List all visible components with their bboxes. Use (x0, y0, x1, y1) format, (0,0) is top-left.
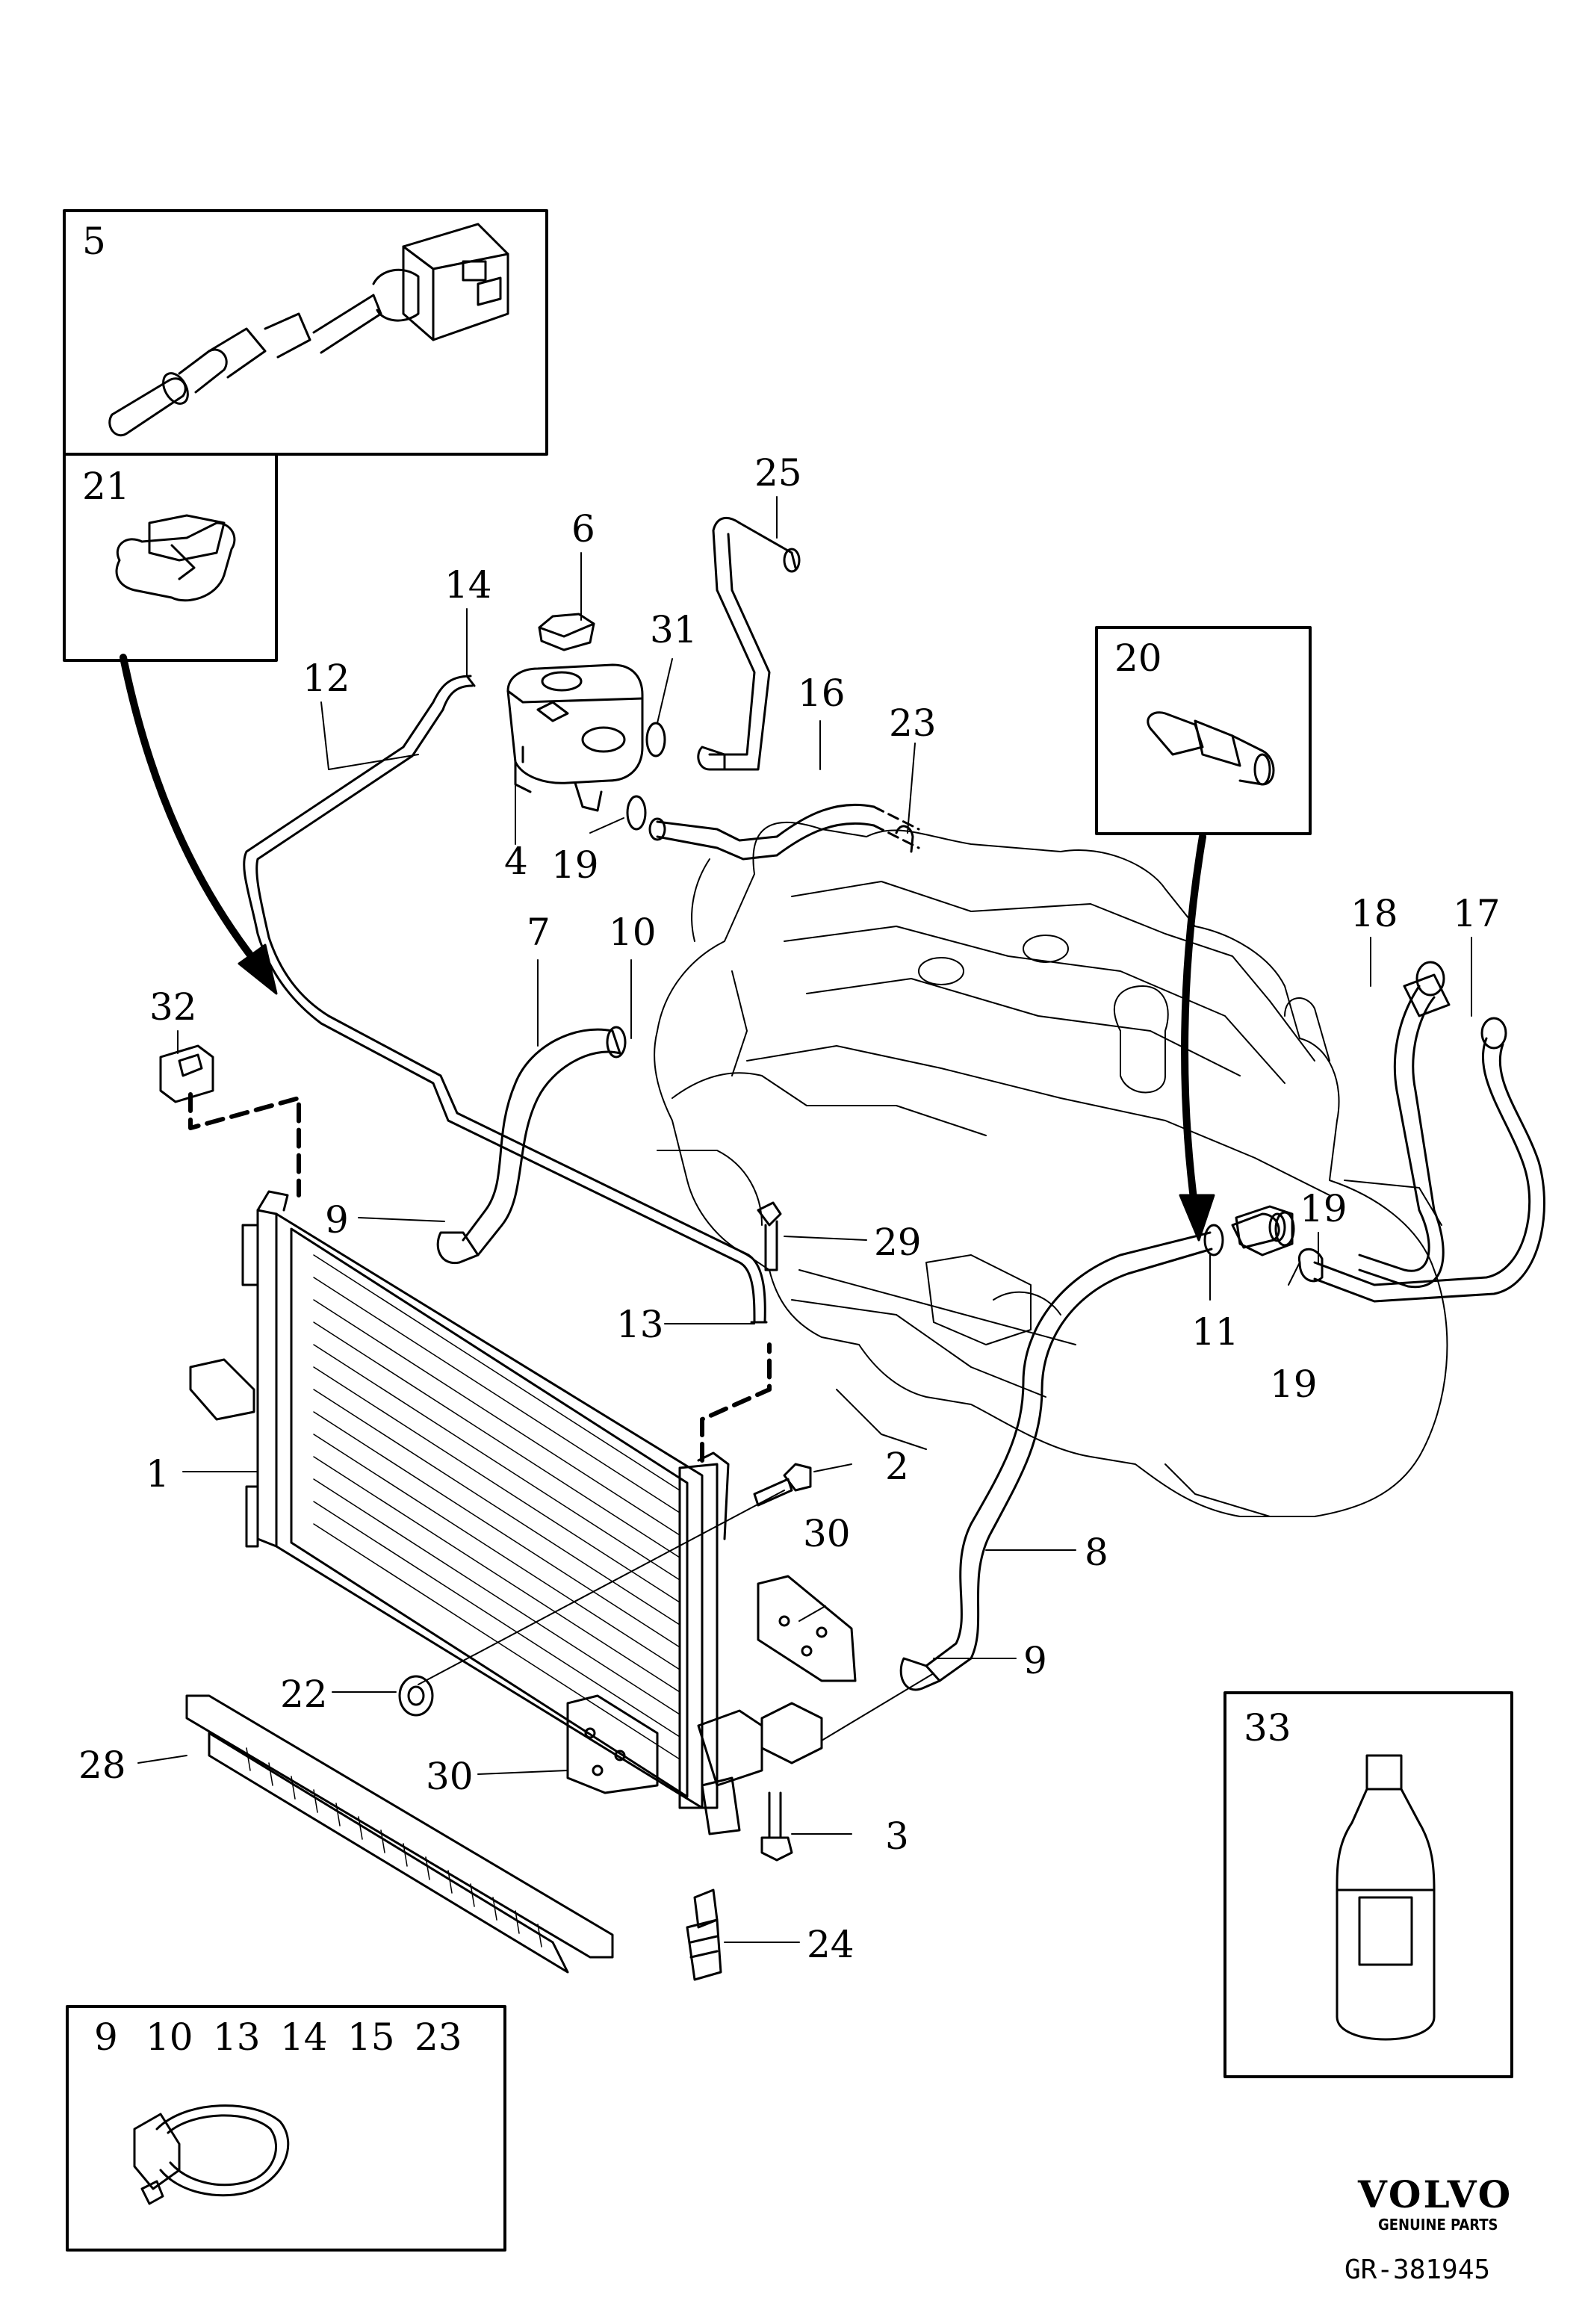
hose-8 (899, 1224, 1224, 1691)
bracket-32 (159, 1044, 214, 1103)
callout-18: 18 (1350, 892, 1398, 935)
arrow-box21 (120, 654, 273, 982)
hose-16 (648, 803, 920, 861)
box-21-label: 21 (82, 465, 130, 508)
callout-31: 31 (650, 608, 698, 651)
radiator (189, 1190, 730, 1809)
callout-4: 4 (504, 840, 528, 883)
clamp-box-label-23: 23 (415, 2015, 462, 2059)
hose-7 (436, 1026, 627, 1265)
bolt-3 (760, 1791, 793, 1862)
hose-12 (243, 675, 768, 1324)
callout-16: 16 (798, 672, 846, 715)
expansion-tank (506, 663, 644, 812)
callout-28: 28 (78, 1744, 126, 1787)
callout-8: 8 (1085, 1531, 1108, 1574)
engine-outline (654, 821, 1448, 1517)
connector-nipple-icon (1147, 711, 1275, 786)
clamp-box: 9 10 13 14 15 23 (66, 2005, 506, 2252)
nut-22 (398, 1675, 434, 1717)
clamp-23-top (895, 825, 914, 853)
temperature-sensor-icon (108, 223, 509, 436)
drain-plug-24 (686, 1888, 722, 1981)
leader-lines (137, 496, 1472, 1943)
callout-10: 10 (609, 911, 657, 954)
callout-22: 22 (280, 1673, 328, 1716)
coolant-bottle-icon (1336, 1754, 1436, 2041)
callout-32: 32 (149, 985, 197, 1029)
callout-23: 23 (889, 701, 937, 745)
callout-19-tank: 19 (551, 843, 599, 887)
bracket-30-left (566, 1694, 659, 1794)
clamp-box-label-10: 10 (146, 2015, 193, 2059)
callout-2: 2 (885, 1445, 909, 1488)
callout-17: 17 (1453, 892, 1501, 935)
clamp-box-label-15: 15 (347, 2015, 395, 2059)
callout-19-right-top: 19 (1300, 1187, 1347, 1230)
brand-tagline: GENUINE PARTS (1378, 2216, 1498, 2234)
callout-13: 13 (616, 1303, 664, 1346)
callout-19-right-bottom: 19 (1270, 1363, 1318, 1406)
callout-11: 11 (1191, 1310, 1239, 1354)
callout-9-top: 9 (325, 1198, 349, 1242)
sensor-near-19 (1235, 1205, 1295, 1256)
callout-29: 29 (874, 1221, 922, 1264)
callout-14: 14 (444, 563, 492, 607)
clamp-19-top (626, 795, 647, 831)
callout-9-bottom: 9 (1023, 1639, 1047, 1682)
callout-labels: 1 2 3 4 6 7 8 9 9 10 11 12 13 14 16 17 1… (78, 451, 1501, 1966)
hose-18 (1358, 961, 1451, 1289)
hose-17 (1313, 1017, 1545, 1303)
box-33-coolant: 33 (1223, 1691, 1513, 2078)
bolt-2 (753, 1463, 812, 1507)
box-33-label: 33 (1244, 1706, 1291, 1750)
box-5-label: 5 (82, 220, 106, 263)
callout-25: 25 (754, 451, 802, 495)
callout-3: 3 (885, 1815, 909, 1858)
box-5-sensor: 5 (63, 209, 548, 456)
callout-7: 7 (527, 911, 550, 954)
air-guide-28 (185, 1694, 614, 1974)
box-21-clip: 21 (63, 453, 278, 662)
clamp-box-label-9: 9 (94, 2015, 118, 2059)
box-20-label: 20 (1114, 636, 1162, 680)
dashed-line-13 (700, 1342, 772, 1463)
callout-30-right: 30 (803, 1512, 851, 1555)
hose-clamp-icon (133, 2104, 290, 2205)
brand-logo: VOLVO (1357, 2172, 1513, 2216)
bracket-30-right (757, 1575, 857, 1682)
switch-housing (697, 1702, 823, 1835)
arrow-box20 (1181, 833, 1206, 1214)
connector-11 (1231, 1212, 1286, 1249)
callout-30-left: 30 (426, 1755, 474, 1798)
clamp-box-label-14: 14 (280, 2015, 328, 2059)
callout-24: 24 (807, 1923, 855, 1966)
clip-icon (115, 514, 236, 602)
diagram-reference: GR-381945 (1344, 2255, 1490, 2285)
clamp-19-right (1297, 1248, 1324, 1283)
dashed-line-32 (188, 1092, 301, 1197)
clamp-31 (645, 722, 666, 757)
callout-6: 6 (571, 507, 595, 551)
expansion-tank-cap (538, 613, 595, 651)
bolt-29 (757, 1201, 782, 1271)
clamp-box-label-13: 13 (213, 2015, 261, 2059)
callout-12: 12 (303, 657, 350, 700)
hose-25 (697, 516, 801, 771)
box-20-connector: 20 (1095, 626, 1312, 835)
callout-1: 1 (146, 1452, 170, 1496)
